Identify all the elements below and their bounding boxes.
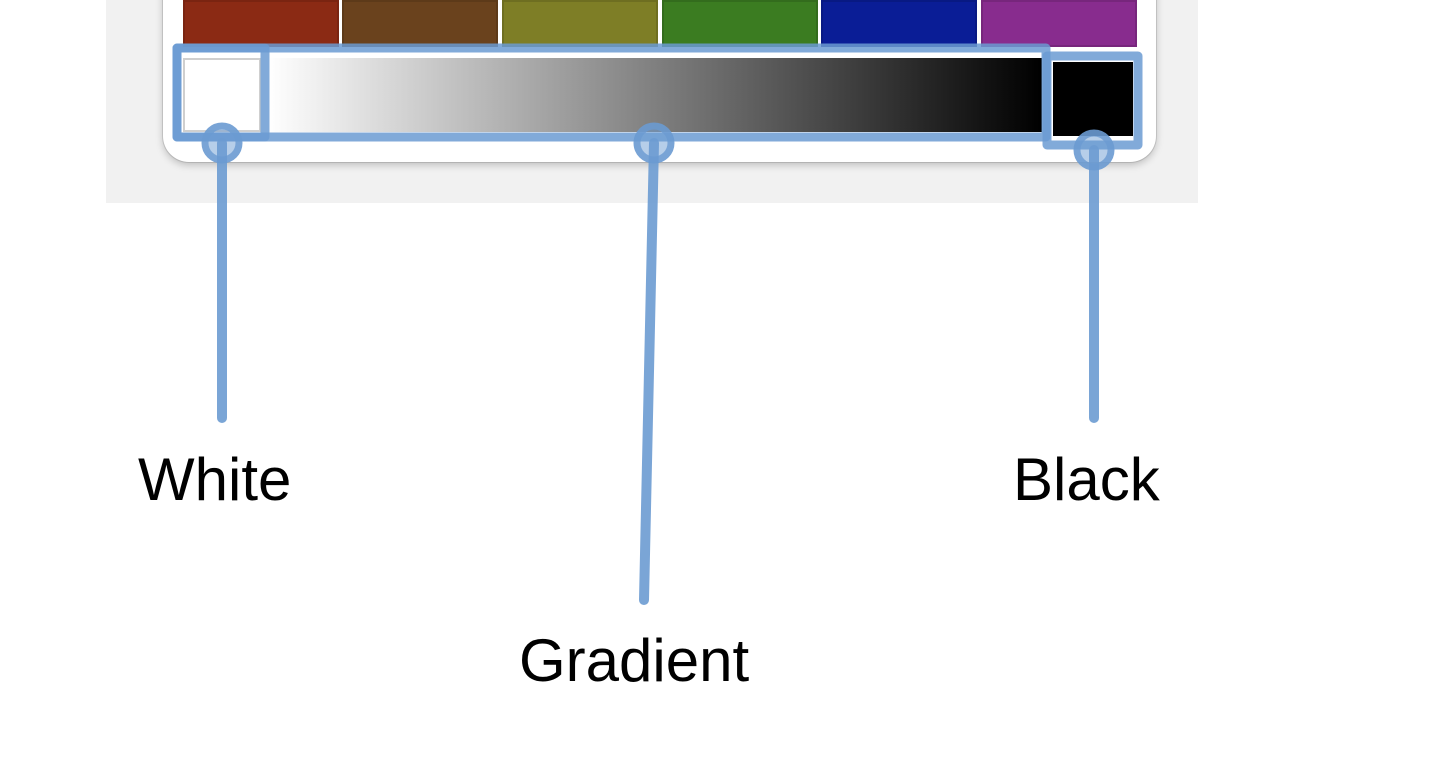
highlight-gradient-box: [172, 43, 1051, 142]
swatch-navy[interactable]: [821, 0, 977, 47]
white-swatch[interactable]: [183, 58, 261, 132]
anchor-dot-black: [1073, 129, 1115, 171]
callout-label-gradient: Gradient: [519, 627, 750, 694]
swatch-purple[interactable]: [981, 0, 1137, 47]
swatch-brown[interactable]: [342, 0, 498, 47]
black-swatch[interactable]: [1053, 62, 1133, 136]
swatch-red[interactable]: [183, 0, 339, 47]
highlight-black-box: [1042, 51, 1143, 150]
callout-label-white: White: [138, 446, 292, 513]
anchor-dot-white: [201, 122, 243, 164]
leader-line-gradient: [639, 138, 659, 605]
callout-label-black: Black: [1013, 446, 1160, 513]
anchor-dot-gradient: [633, 122, 675, 164]
swatch-green[interactable]: [662, 0, 818, 47]
swatch-olive[interactable]: [502, 0, 658, 47]
grayscale-gradient-strip[interactable]: [268, 58, 1042, 132]
